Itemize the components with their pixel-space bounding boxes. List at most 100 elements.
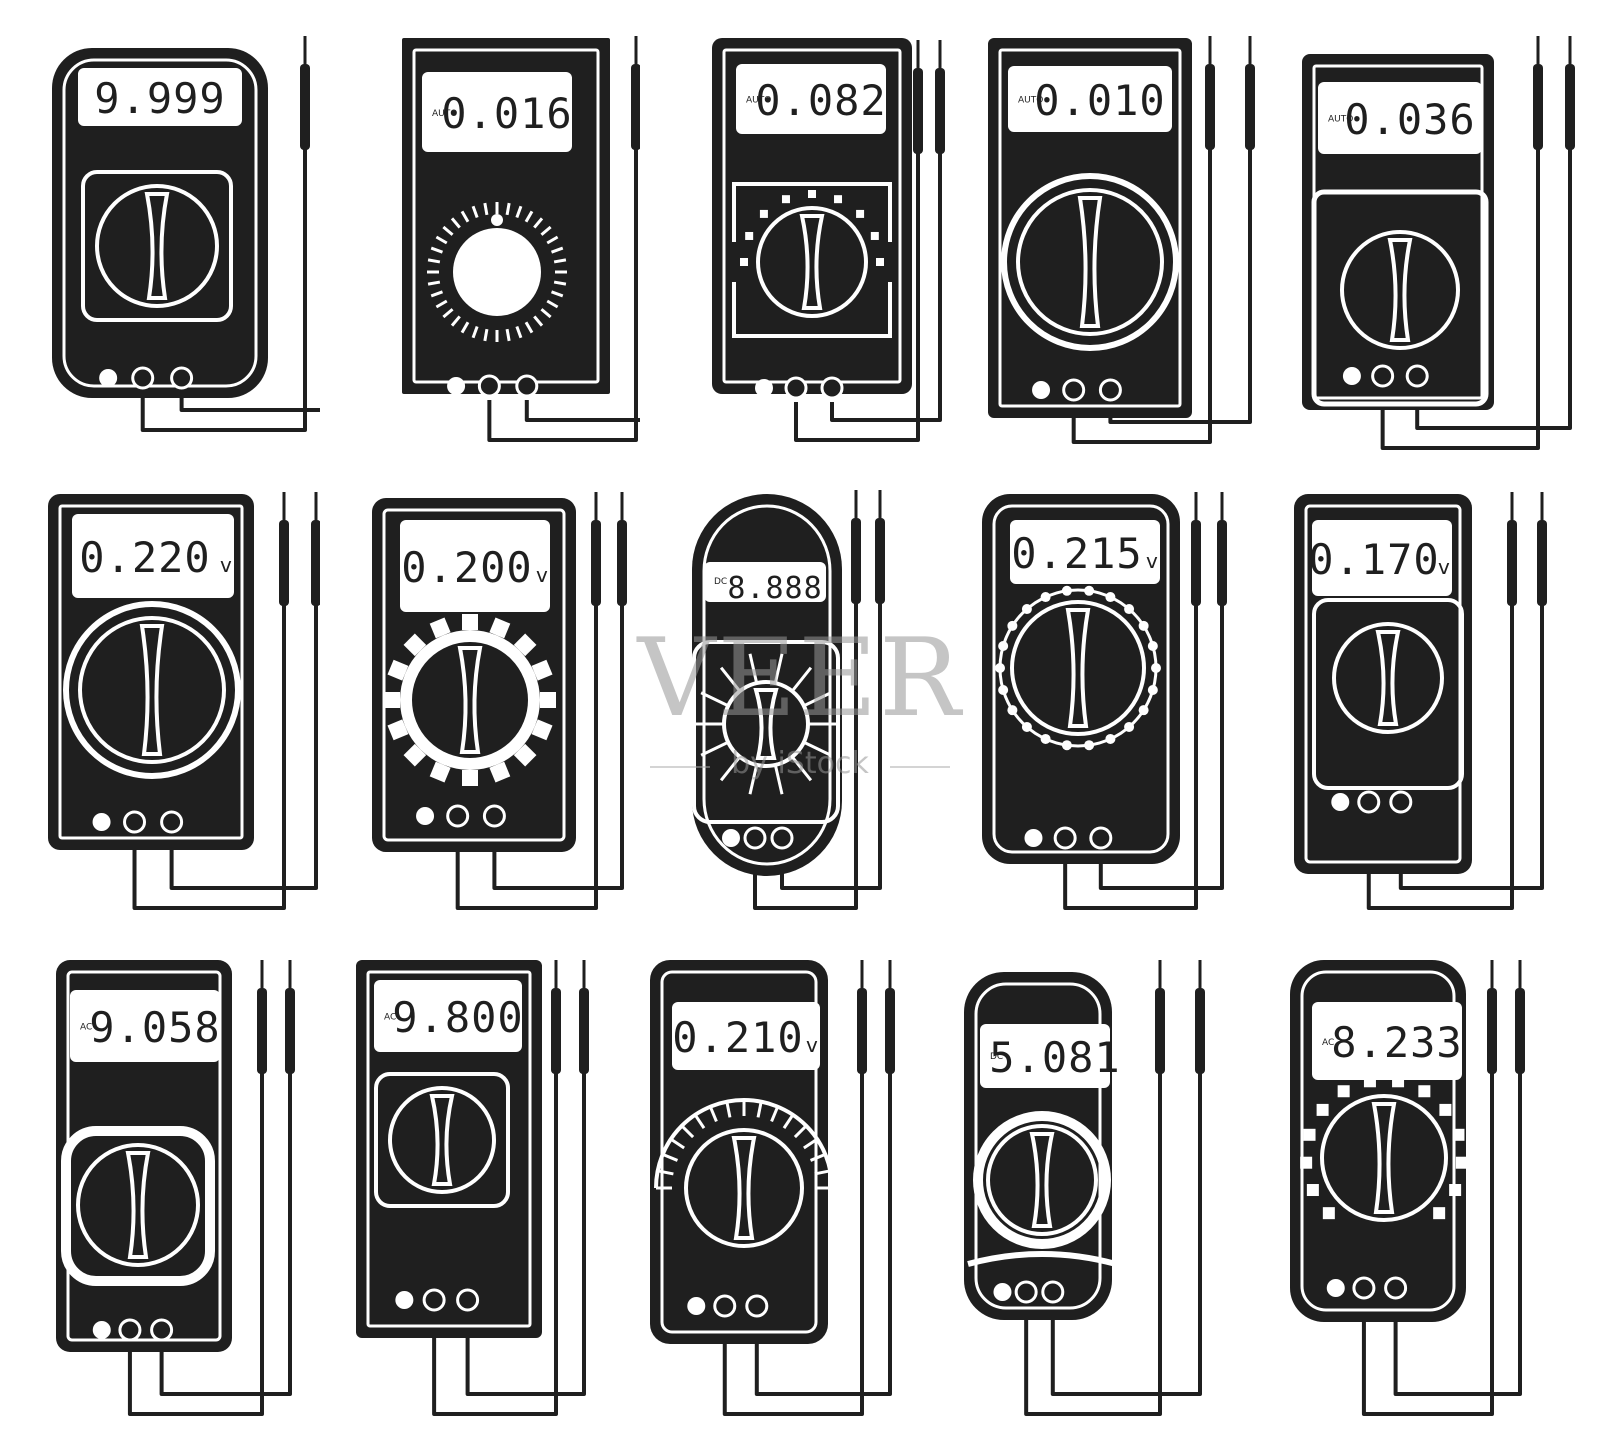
probe-grip — [857, 988, 867, 1074]
dial-step — [1306, 1184, 1319, 1197]
dial-tick — [834, 195, 843, 204]
probe-grip — [1537, 520, 1547, 606]
lcd-unit: v — [536, 563, 548, 587]
probe-lead — [1098, 602, 1224, 890]
probe-grip — [285, 988, 295, 1074]
dial-tick — [471, 325, 479, 339]
dial-tick — [546, 235, 559, 245]
probe-lead — [432, 1070, 558, 1416]
probe-jack — [820, 376, 844, 400]
gear-tooth — [462, 770, 478, 786]
dial-bead — [1084, 585, 1095, 596]
dial-tick — [533, 315, 544, 327]
probe-jack — [1053, 826, 1077, 850]
selector-knob — [388, 1086, 496, 1194]
lcd-screen — [1010, 520, 1160, 584]
knob-pointer — [1065, 608, 1091, 728]
lcd-mode-label: AC — [384, 1013, 396, 1023]
lcd-screen — [72, 514, 234, 598]
scale-tick — [708, 1106, 718, 1123]
probe-jack — [477, 374, 501, 398]
watermark-rule — [650, 766, 710, 768]
probe-grip — [851, 518, 861, 604]
body-outline — [722, 48, 902, 384]
probe-grip — [1191, 520, 1201, 606]
dial-bead — [1147, 684, 1158, 695]
dial-tick — [427, 258, 441, 264]
probe-grip — [617, 520, 627, 606]
knob-pointer — [731, 1136, 757, 1240]
dial-frame — [732, 182, 892, 242]
body-outline — [62, 58, 258, 388]
probe-lead — [455, 602, 598, 910]
scale-tick — [662, 1152, 679, 1162]
probe-jack — [1405, 364, 1429, 388]
dial-tick — [483, 328, 489, 342]
probe-grip — [1217, 520, 1227, 606]
selector-knob — [1332, 622, 1444, 734]
dial-tick — [781, 195, 790, 204]
com-jack — [395, 1291, 414, 1309]
dial-bead — [1040, 733, 1051, 744]
dial-step — [1363, 1075, 1376, 1088]
probe-jack — [1089, 826, 1113, 850]
dial-tick — [856, 209, 865, 218]
dial-frame — [732, 282, 892, 338]
probe-grip — [631, 64, 640, 150]
dial-tick — [442, 225, 454, 236]
com-jack — [1326, 1279, 1345, 1297]
dial-bead — [995, 663, 1005, 673]
com-jack — [993, 1283, 1012, 1301]
dial-step — [1316, 1103, 1329, 1116]
gear-tooth — [540, 692, 556, 708]
probe-lead — [487, 146, 638, 442]
dial-bead — [1124, 604, 1135, 615]
dial-step — [1433, 1207, 1446, 1220]
lcd-mode-label: AUTO — [746, 96, 771, 106]
lcd-unit: v — [1146, 549, 1158, 573]
dial-marker — [491, 214, 503, 226]
gear-tooth — [513, 633, 537, 657]
dial-frame — [81, 170, 233, 322]
dial-step — [1418, 1085, 1431, 1098]
dial-arc — [967, 1251, 1117, 1267]
lcd-screen — [736, 64, 886, 134]
dial-bead — [1105, 733, 1116, 744]
gear-tooth — [429, 761, 451, 783]
dial-tick — [550, 246, 564, 254]
gear-tooth — [387, 659, 409, 681]
knob-pointer — [457, 646, 483, 754]
knob-pointer — [125, 1151, 151, 1259]
gear-tooth — [489, 761, 511, 783]
scale-tick — [803, 1137, 819, 1150]
lcd-mode-label: DC — [714, 577, 727, 587]
multimeter-drawing: DC5.081 — [964, 960, 1205, 1416]
lcd-mode-label: AUTO — [1018, 95, 1043, 105]
probe-grip — [1245, 64, 1255, 150]
dial-tick — [505, 202, 511, 216]
probe-jack — [745, 1294, 769, 1318]
probe-lead — [753, 600, 858, 910]
probe-grip — [300, 64, 310, 150]
dial-tick — [533, 217, 544, 229]
probe-jack — [160, 810, 184, 834]
lcd-screen — [1312, 520, 1452, 596]
lcd-reading: 0.220 — [79, 533, 210, 582]
selector-knob — [1320, 1094, 1448, 1222]
dial-bead — [1061, 585, 1072, 596]
lcd-screen — [422, 72, 572, 152]
lcd-mode-label: AC — [80, 1023, 92, 1033]
probe-lead — [132, 602, 286, 910]
knob-pointer — [1077, 196, 1103, 328]
dial-tick — [740, 258, 748, 266]
dial-tick — [442, 308, 454, 319]
